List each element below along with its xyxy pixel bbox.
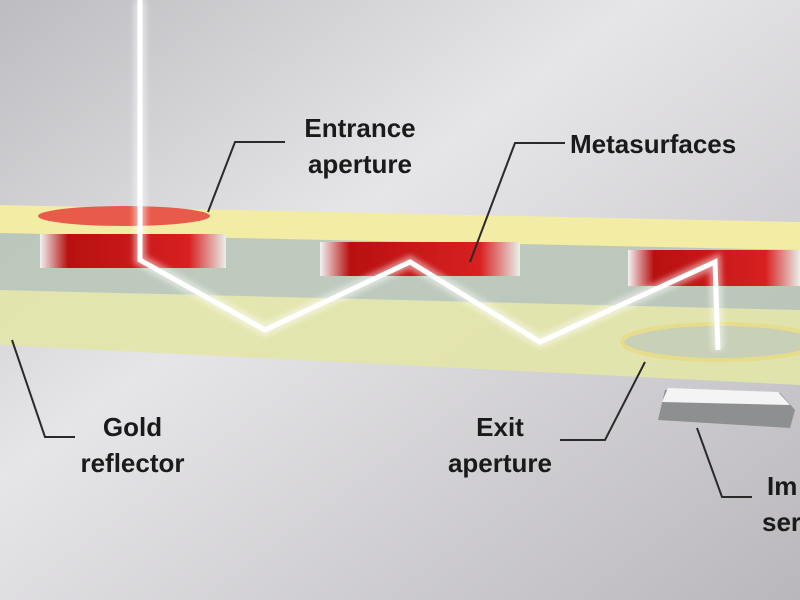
label-line: Entrance (304, 113, 416, 143)
label-line: reflector (80, 448, 185, 478)
label-line: aperture (447, 448, 553, 478)
leader-gold (11, 339, 75, 438)
label-gold-reflector: Gold reflector (65, 409, 200, 481)
metasurface-1 (40, 234, 226, 268)
light-beam (134, 0, 724, 351)
image-sensor-top (662, 388, 790, 405)
leader-lines (11, 141, 752, 498)
leader-exit (560, 361, 646, 441)
label-line: aperture (307, 149, 413, 179)
leader-entrance (207, 141, 285, 213)
leader-sensor (696, 427, 752, 498)
exit-aperture (620, 322, 800, 362)
label-image-sensor: Im ser (762, 468, 800, 540)
label-line: Exit (476, 412, 524, 442)
label-entrance-aperture: Entrance aperture (280, 110, 440, 182)
label-line: ser (762, 507, 800, 537)
label-line: Gold (102, 412, 163, 442)
label-metasurfaces: Metasurfaces (570, 129, 737, 159)
label-exit-aperture: Exit aperture (440, 409, 560, 481)
entrance-aperture (38, 206, 210, 226)
leader-metasurfaces (469, 142, 565, 263)
label-line: Im (767, 471, 798, 501)
